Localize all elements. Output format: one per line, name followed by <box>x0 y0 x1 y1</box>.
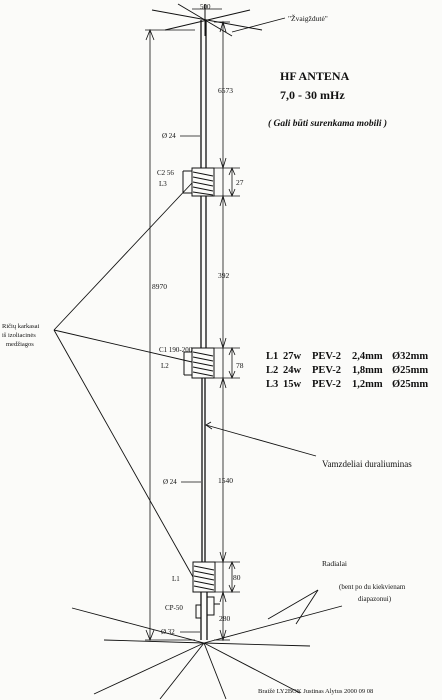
label-c2: C2 56 <box>157 169 174 177</box>
footer-credit: Braižė LY2BOK Justinas Alytus 2000 09 08 <box>258 688 373 695</box>
right-dim-chain <box>214 20 240 642</box>
radial <box>159 642 205 700</box>
svg-text:27w: 27w <box>283 351 302 362</box>
radials <box>71 605 343 700</box>
svg-text:L2: L2 <box>266 365 278 376</box>
connector-cp50 <box>195 596 220 619</box>
former-leaders <box>53 182 194 578</box>
radial <box>203 605 343 644</box>
label-l1: L1 <box>172 575 180 583</box>
coil-table: L1 27w PEV-2 2,4mm Ø32mm L2 24w PEV-2 1,… <box>266 351 428 390</box>
dim-seg-top: 6573 <box>218 86 233 95</box>
radials-note-2: diapazonui) <box>358 595 392 603</box>
coil-l1 <box>192 561 216 593</box>
capacitor-c2 <box>182 170 192 194</box>
label-l3: L3 <box>159 180 167 188</box>
svg-text:15w: 15w <box>283 379 302 390</box>
svg-text:L1: L1 <box>266 351 278 362</box>
svg-text:1,2mm: 1,2mm <box>352 379 383 390</box>
radial-leader <box>267 589 319 620</box>
svg-text:Ø32mm: Ø32mm <box>392 351 428 362</box>
former-label-1: Ričių karkasai <box>2 323 40 330</box>
coil-l3 <box>191 167 215 197</box>
diam-low: Ø 24 <box>163 478 177 486</box>
radial <box>93 642 205 695</box>
former-label-2: iš izoliacinės <box>2 332 36 339</box>
title: HF ANTENA <box>280 69 350 83</box>
svg-text:PEV-2: PEV-2 <box>312 365 341 376</box>
mast <box>200 20 208 640</box>
dim-seg-mid: 392 <box>218 271 230 280</box>
coil-row: L1 27w PEV-2 2,4mm Ø32mm <box>266 351 428 362</box>
former-label-3: medžiagos <box>6 341 34 348</box>
tube-leader <box>205 424 317 457</box>
dim-coil-c2: 27 <box>236 178 244 187</box>
dim-base: 280 <box>219 614 231 623</box>
radial <box>71 607 205 644</box>
diam-top: Ø 24 <box>162 132 176 140</box>
svg-text:Ø25mm: Ø25mm <box>392 379 428 390</box>
svg-text:Ø25mm: Ø25mm <box>392 365 428 376</box>
label-c1: C1 190-200 <box>159 346 193 354</box>
tube-label: Vamzdeliai duraliuminas <box>322 459 412 469</box>
label-cp50: CP-50 <box>165 604 183 612</box>
svg-text:PEV-2: PEV-2 <box>312 379 341 390</box>
top-width-label: 500 <box>200 3 211 11</box>
total-height-label: 8970 <box>152 282 167 291</box>
svg-text:PEV-2: PEV-2 <box>312 351 341 362</box>
svg-text:L3: L3 <box>266 379 278 390</box>
star-label: "Žvaigždutė" <box>288 13 328 23</box>
capacitor-c1 <box>183 351 192 376</box>
coil-row: L2 24w PEV-2 1,8mm Ø25mm <box>266 365 428 376</box>
coil-row: L3 15w PEV-2 1,2mm Ø25mm <box>266 379 428 390</box>
dim-coil-l1: 80 <box>233 573 241 582</box>
star-leader <box>231 17 286 33</box>
svg-text:1,8mm: 1,8mm <box>352 365 383 376</box>
label-l2: L2 <box>161 362 169 370</box>
radials-note-1: (bent po du kiekvienam <box>339 583 406 591</box>
total-height-dim <box>145 28 195 642</box>
radial <box>203 642 227 700</box>
coil-l2 <box>191 347 215 379</box>
dim-seg-low: 1540 <box>218 476 233 485</box>
svg-text:24w: 24w <box>283 365 302 376</box>
dim-coil-c1: 78 <box>236 361 244 370</box>
star-spoke <box>164 9 251 31</box>
frequency-range: 7,0 - 30 mHz <box>280 88 345 102</box>
radial <box>203 642 311 647</box>
diam-base: Ø 32 <box>161 628 175 636</box>
radials-label: Radialai <box>322 559 347 568</box>
radial <box>103 639 205 644</box>
radial-leader <box>295 589 319 625</box>
radial <box>203 642 301 694</box>
svg-text:2,4mm: 2,4mm <box>352 351 383 362</box>
mobile-note: ( Gali būti surenkama mobili ) <box>268 118 387 129</box>
